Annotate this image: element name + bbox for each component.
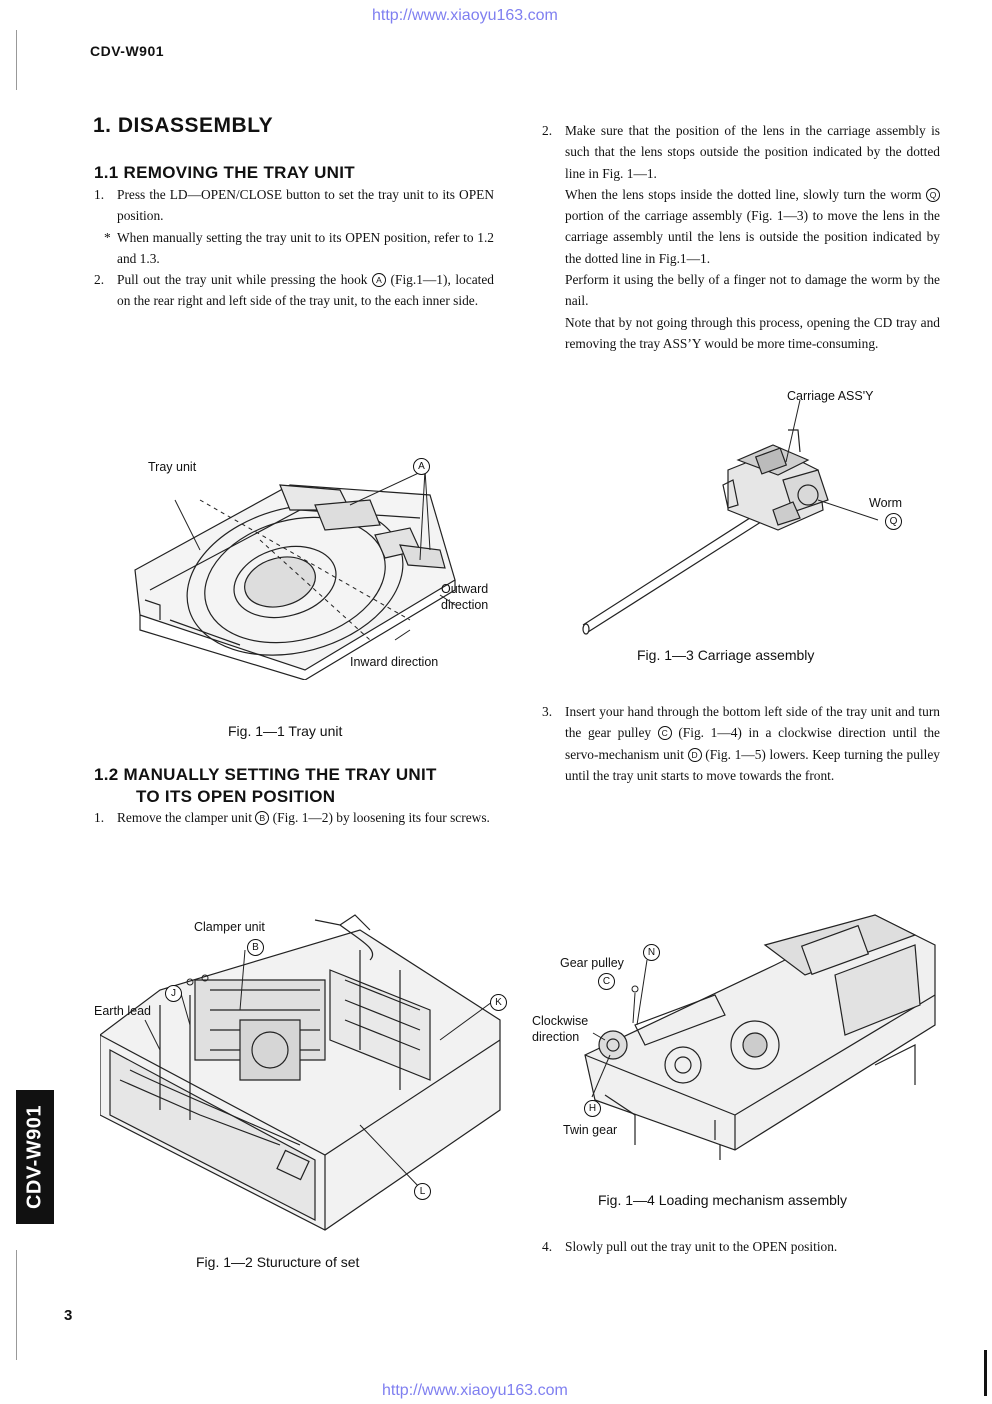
label-ref-l: L xyxy=(414,1183,431,1200)
step-text: When the lens stops inside the dotted li… xyxy=(565,186,926,202)
step-text: Insert your hand through the bottom left… xyxy=(565,704,940,741)
steps-right-column-3: 3. Insert your hand through the bottom l… xyxy=(542,701,940,786)
step-text: portion of the carriage assembly (Fig. 1… xyxy=(565,208,940,266)
label-inward-direction: Inward direction xyxy=(350,655,439,669)
step-paragraph: When the lens stops inside the dotted li… xyxy=(565,184,940,269)
label-ref-c: C xyxy=(598,973,615,990)
step-text: When manually setting the tray unit to i… xyxy=(117,229,494,266)
footer-url[interactable]: http://www.xiaoyu163.com xyxy=(382,1382,568,1399)
step-text: (Fig.1—1), located on the rear right and… xyxy=(117,272,494,309)
step-text: (Fig. 1—2) by loosening its four screws. xyxy=(269,810,490,825)
step-item: 4. Slowly pull out the tray unit to the … xyxy=(542,1236,940,1257)
label-ref-b: B xyxy=(247,939,264,956)
step-text: (Fig. 1—5) lowers. Keep turning the pull… xyxy=(565,746,940,783)
step-text: Remove the clamper unit xyxy=(117,810,256,825)
step-paragraph: Make sure that the position of the lens … xyxy=(565,123,940,181)
label-ref-k: K xyxy=(490,994,507,1011)
label-ref-n: N xyxy=(643,944,660,961)
label-ref-q: Q xyxy=(885,513,902,530)
step-text: Slowly pull out the tray unit to the OPE… xyxy=(565,1239,838,1254)
caption-fig-1-4: Fig. 1—4 Loading mechanism assembly xyxy=(598,1192,848,1208)
label-gear-pulley: Gear pulley xyxy=(560,956,624,970)
label-ref-j: J xyxy=(165,985,182,1002)
label-hook-a: A xyxy=(413,458,430,475)
step-paragraph: Note that by not going through this proc… xyxy=(565,314,940,351)
label-clockwise: Clockwise xyxy=(532,1014,589,1028)
step-item: 1. Press the LD—OPEN/CLOSE button to set… xyxy=(94,184,494,227)
ref-marker: Q xyxy=(926,187,940,202)
label-worm: Worm xyxy=(869,496,903,510)
step-paragraph: Perform it using the belly of a finger n… xyxy=(565,272,940,309)
label-outward-direction: direction xyxy=(441,598,489,612)
step-item: 2. Pull out the tray unit while pressing… xyxy=(94,269,494,312)
step-number: 3. xyxy=(542,704,553,719)
step-item: 3. Insert your hand through the bottom l… xyxy=(542,701,940,786)
steps-manual-open: 1. Remove the clamper unit B (Fig. 1—2) … xyxy=(94,807,494,828)
margin-rule xyxy=(16,30,17,90)
section-title-manual-open-2: TO ITS OPEN POSITION xyxy=(136,787,336,806)
steps-right-column: 2. Make sure that the position of the le… xyxy=(542,120,940,354)
ref-marker: C xyxy=(657,726,672,741)
step-text: (Fig. 1—4) in a clockwise direction unti… xyxy=(565,725,940,762)
ref-marker: B xyxy=(255,811,270,825)
step-number: 1. xyxy=(94,810,105,825)
label-clamper-unit: Clamper unit xyxy=(194,920,265,934)
steps-removing-tray: 1. Press the LD—OPEN/CLOSE button to set… xyxy=(94,184,494,312)
step-number: 4. xyxy=(542,1239,553,1254)
label-ref-h: H xyxy=(584,1100,601,1117)
side-model-tab: CDV-W901 xyxy=(16,1090,54,1224)
margin-rule xyxy=(16,1250,17,1360)
carriage-assembly-illustration xyxy=(578,400,898,640)
page-number: 3 xyxy=(64,1307,73,1324)
step-item: * When manually setting the tray unit to… xyxy=(94,227,494,270)
caption-fig-1-3: Fig. 1—3 Carriage assembly xyxy=(637,647,815,663)
side-model-label: CDV-W901 xyxy=(23,1104,46,1210)
section-title-manual-open-1: 1.2 MANUALLY SETTING THE TRAY UNIT xyxy=(94,765,437,784)
loading-mechanism-illustration xyxy=(575,905,945,1165)
step-text: Pull out the tray unit while pressing th… xyxy=(117,272,373,288)
label-outward: Outward xyxy=(441,582,489,596)
set-structure-illustration xyxy=(100,910,505,1240)
step-asterisk: * xyxy=(104,229,111,245)
step-number: 2. xyxy=(94,272,105,288)
label-tray-unit: Tray unit xyxy=(148,460,197,474)
model-name: CDV-W901 xyxy=(90,43,165,59)
ref-marker: D xyxy=(687,747,702,762)
steps-right-column-4: 4. Slowly pull out the tray unit to the … xyxy=(542,1236,940,1257)
section-title-disassembly: 1. DISASSEMBLY xyxy=(93,114,274,137)
label-twin-gear: Twin gear xyxy=(563,1123,618,1137)
step-item: 2. Make sure that the position of the le… xyxy=(542,120,940,354)
step-item: 1. Remove the clamper unit B (Fig. 1—2) … xyxy=(94,807,494,828)
step-number: 2. xyxy=(542,123,553,138)
label-clockwise-direction: direction xyxy=(532,1030,580,1044)
header-url[interactable]: http://www.xiaoyu163.com xyxy=(372,7,558,24)
label-carriage-assy: Carriage ASS'Y xyxy=(787,389,874,403)
step-text: Press the LD—OPEN/CLOSE button to set th… xyxy=(117,187,494,224)
tray-unit-illustration xyxy=(110,470,500,680)
ref-marker: A xyxy=(372,273,387,288)
section-title-removing-tray: 1.1 REMOVING THE TRAY UNIT xyxy=(94,163,355,182)
caption-fig-1-2: Fig. 1—2 Sturucture of set xyxy=(196,1254,360,1270)
caption-fig-1-1: Fig. 1—1 Tray unit xyxy=(228,723,343,739)
label-earth-lead: Earth lead xyxy=(94,1004,151,1018)
edge-mark xyxy=(984,1350,987,1396)
step-number: 1. xyxy=(94,187,105,202)
